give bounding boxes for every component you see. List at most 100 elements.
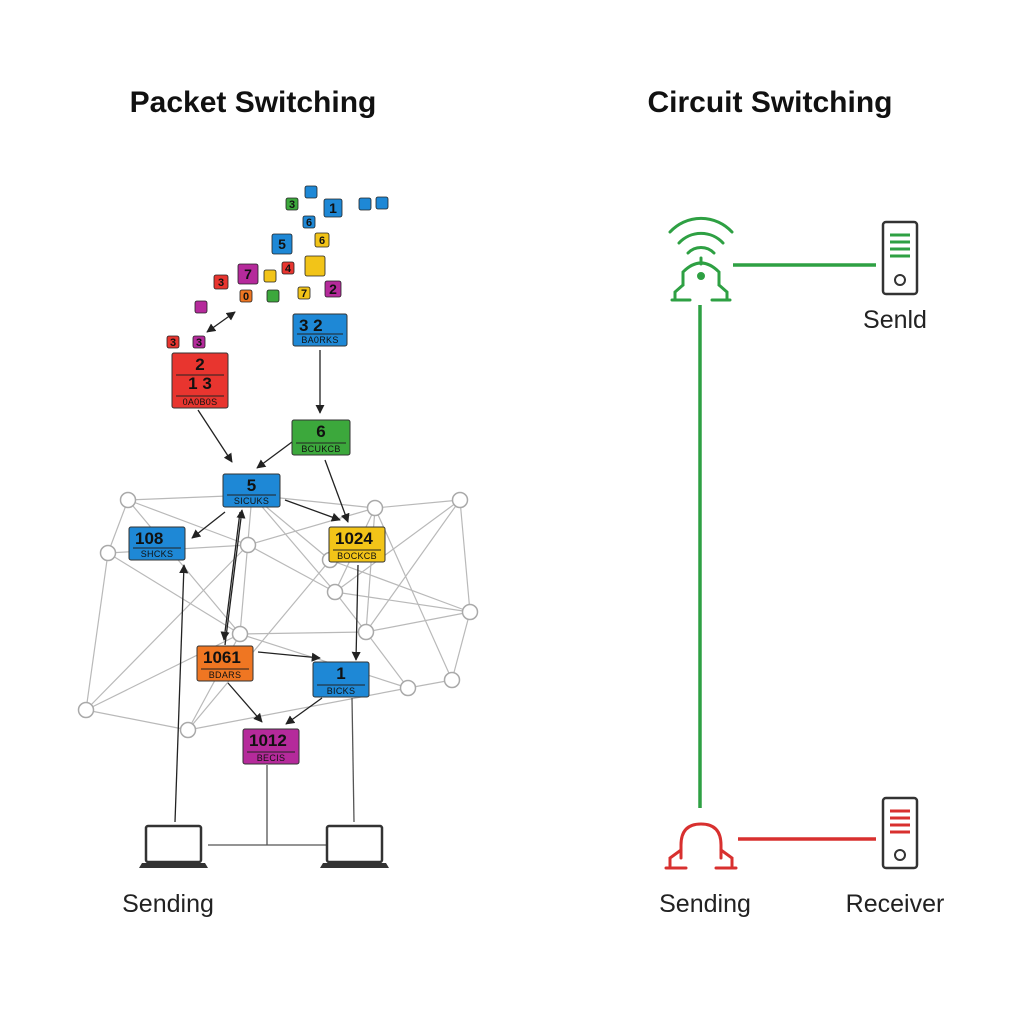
scattered-packet-label: 3 <box>218 277 224 289</box>
mesh-link <box>365 499 461 633</box>
packet-number: 108 <box>135 529 163 548</box>
mesh-node <box>443 671 461 689</box>
scattered-packet: 0 <box>239 289 253 303</box>
mesh-node <box>461 603 479 621</box>
packet-sublabel: BDARS <box>209 670 242 680</box>
mesh-link <box>247 507 376 546</box>
circuit-sending-label: Sending <box>659 890 751 918</box>
server-top-label: Senld <box>863 306 927 334</box>
scattered-packet: 5 <box>271 233 293 255</box>
laptop-icon <box>320 824 389 868</box>
scattered-packet: 7 <box>237 263 259 285</box>
scattered-packet-label: 7 <box>244 266 252 282</box>
circuit-switching-title: Circuit Switching <box>647 86 892 119</box>
mesh-link <box>365 611 471 633</box>
mesh-link <box>247 544 336 593</box>
mesh-link <box>85 544 249 711</box>
packet-sublabel: BCUKCB <box>301 444 340 454</box>
scattered-packet <box>304 255 326 277</box>
mesh-link <box>365 631 409 689</box>
scattered-packet: 3 <box>213 274 229 290</box>
mesh-node <box>239 536 257 554</box>
laptop-icon <box>139 824 208 868</box>
scattered-packet-label: 7 <box>301 288 307 300</box>
mesh-link <box>374 499 461 509</box>
packet-sublabel: SICUKS <box>234 496 269 506</box>
scattered-packet-label: 0 <box>243 291 249 303</box>
wireless-router-icon <box>668 216 734 302</box>
mesh-node <box>399 679 417 697</box>
mesh-node <box>77 701 95 719</box>
scattered-packet-label: 6 <box>306 217 312 229</box>
packet-number: 1 3 <box>188 374 212 393</box>
packet-sublabel: BECIS <box>257 753 286 763</box>
scattered-packet <box>263 269 277 283</box>
mesh-link <box>329 559 471 613</box>
mesh-link <box>239 631 367 635</box>
mesh-link <box>239 633 409 689</box>
scattered-packet <box>375 196 389 210</box>
mesh-link <box>187 687 409 731</box>
packet-sublabel: BA0RKS <box>301 335 338 345</box>
scattered-packet: 6 <box>314 232 330 248</box>
scattered-packet: 6 <box>302 215 316 229</box>
packet-number: 5 <box>247 476 256 495</box>
laptop-connection-lines <box>208 697 355 846</box>
mesh-node <box>326 583 344 601</box>
mesh-node <box>119 491 137 509</box>
scattered-packet-label: 2 <box>329 281 337 297</box>
scattered-packet-label: 3 <box>170 337 176 349</box>
scattered-packet: 1 <box>323 198 343 218</box>
mesh-node <box>179 721 197 739</box>
mesh-node <box>357 623 375 641</box>
network-mesh <box>77 486 479 739</box>
server-icon <box>881 220 919 296</box>
scattered-packet <box>266 289 280 303</box>
packet-box-red: 21 3 0A0B0S <box>171 352 229 409</box>
circuit-links <box>698 263 876 841</box>
mesh-node <box>451 491 469 509</box>
receiver-label: Receiver <box>846 890 945 918</box>
scattered-packet: 3 <box>192 335 206 349</box>
mesh-link <box>127 499 249 546</box>
mesh-node <box>231 625 249 643</box>
packet-number: 1 <box>336 664 345 683</box>
mesh-node <box>366 499 384 517</box>
mesh-link <box>239 494 253 635</box>
packet-number: 1061 <box>203 648 241 667</box>
mesh-link <box>451 611 471 681</box>
routing-arrows <box>174 311 361 823</box>
packet-number: 2 <box>195 355 204 374</box>
mesh-link <box>107 499 129 554</box>
scattered-packet: 4 <box>281 261 295 275</box>
packet-switching-title: Packet Switching <box>130 86 377 119</box>
packet-number: 6 <box>316 422 325 441</box>
scattered-packet-label: 3 <box>289 199 295 211</box>
mesh-link <box>85 552 109 711</box>
scattered-packet <box>358 197 372 211</box>
packet-sublabel: BOCKCB <box>337 551 377 561</box>
scattered-packet: 3 <box>166 335 180 349</box>
packet-sublabel: BICKS <box>327 686 356 696</box>
packet-number: 1024 <box>335 529 373 548</box>
packet-sublabel: 0A0B0S <box>183 397 218 407</box>
mesh-link <box>334 591 367 633</box>
mesh-link <box>459 499 471 613</box>
mesh-link <box>85 709 189 731</box>
server-icon <box>881 796 919 870</box>
mesh-link <box>334 499 461 593</box>
mesh-link <box>187 559 331 731</box>
mesh-link <box>334 591 471 613</box>
mesh-link <box>107 552 241 635</box>
